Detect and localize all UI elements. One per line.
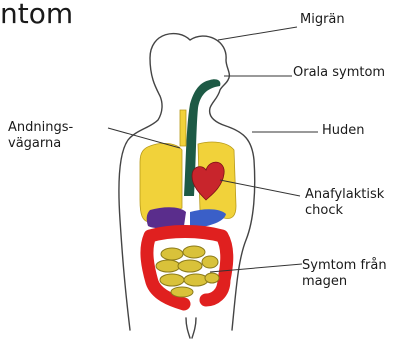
label-andningsvagarna-2: vägarna xyxy=(8,136,61,152)
label-andningsvagarna-1: Andnings- xyxy=(8,120,73,136)
connector-migran xyxy=(218,27,297,40)
label-anafylaktisk-1: Anafylaktisk xyxy=(305,187,384,203)
trachea xyxy=(180,110,186,146)
label-anafylaktisk-2: chock xyxy=(305,203,343,219)
label-magen-1: Symtom från xyxy=(302,258,387,274)
label-migran: Migrän xyxy=(300,12,345,28)
stomach xyxy=(190,209,226,228)
connector-andningsvagarna xyxy=(108,128,180,148)
label-orala-symtom: Orala symtom xyxy=(293,65,385,81)
label-magen-2: magen xyxy=(302,274,347,290)
label-huden: Huden xyxy=(322,123,365,139)
